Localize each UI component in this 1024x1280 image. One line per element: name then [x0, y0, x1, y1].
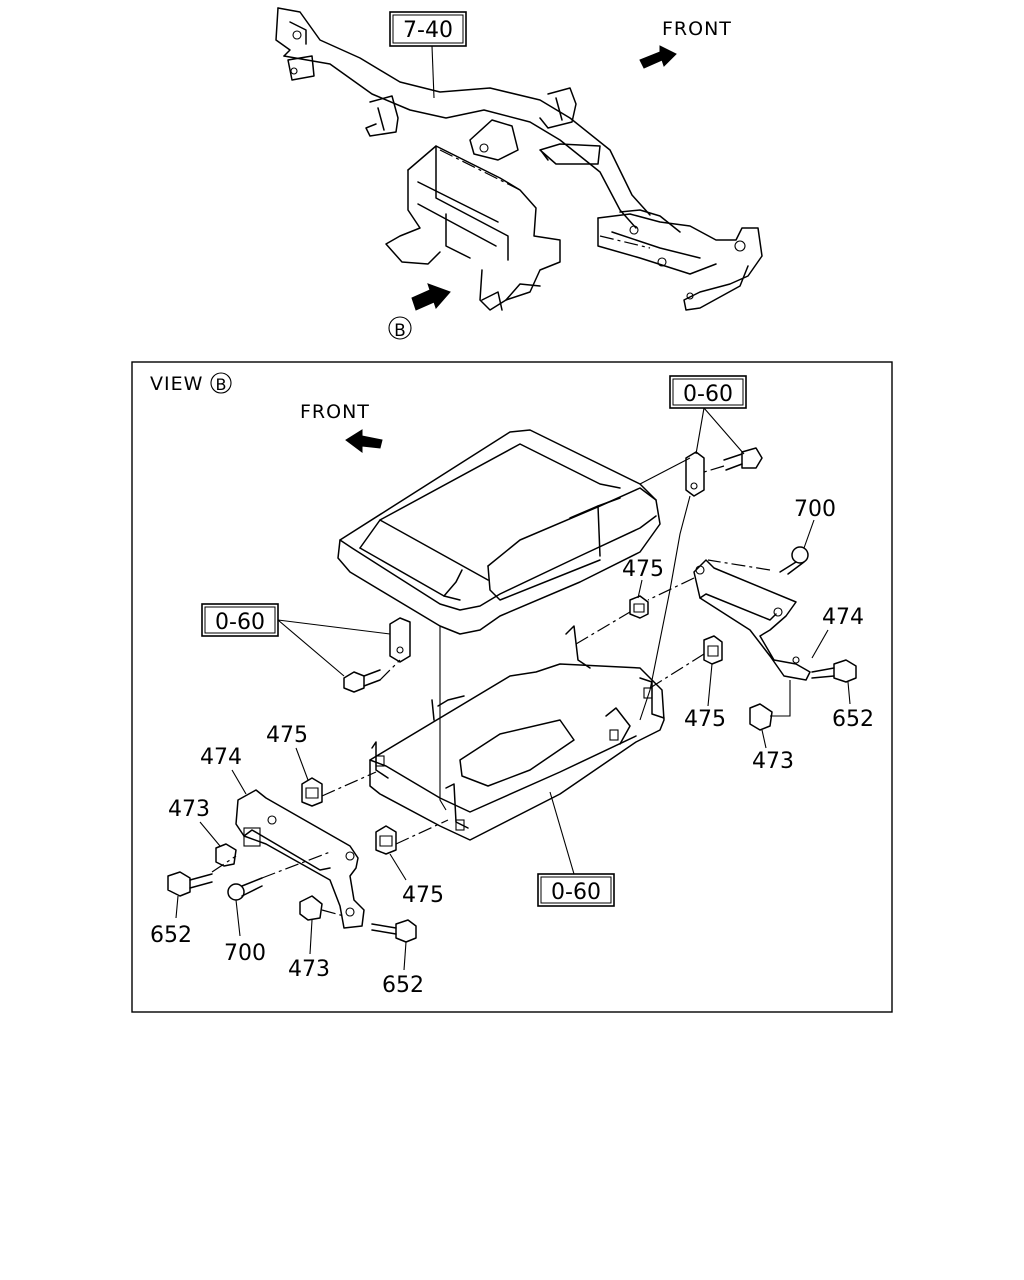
- tray-bracket-drawing: [369, 625, 665, 841]
- top-assembly-drawing: [275, 7, 763, 311]
- view-b-title: VIEW B: [150, 372, 232, 395]
- part-label-475-right: 475: [684, 707, 726, 732]
- part-label-473-left: 473: [168, 797, 210, 822]
- part-label-475-top: 475: [622, 557, 664, 582]
- view-b-front-label: FRONT: [300, 401, 370, 423]
- bracket-474-left-drawing: [235, 789, 365, 929]
- part-label-474-right: 474: [822, 605, 864, 630]
- ref-box-0-60-left: 0-60: [201, 603, 391, 677]
- clip-475-drawings: [301, 595, 723, 855]
- top-front-arrow-icon: [639, 45, 677, 69]
- view-b-marker: B: [388, 283, 451, 341]
- ref-label-0-60-left: 0-60: [215, 610, 265, 635]
- part-label-700-left: 700: [224, 941, 266, 966]
- view-b-title-text: VIEW: [150, 373, 203, 395]
- top-front-indicator: FRONT: [639, 18, 732, 69]
- top-front-label: FRONT: [662, 18, 732, 40]
- part-label-473-bottom: 473: [288, 957, 330, 982]
- view-b-title-letter: B: [216, 375, 227, 394]
- ref-label-0-60-bottom: 0-60: [551, 880, 601, 905]
- assembly-leader-lines: [211, 457, 791, 917]
- part-label-652-bottom: 652: [382, 973, 424, 998]
- ref-box-0-60-bottom: 0-60: [537, 791, 615, 907]
- ref-box-0-60-top: 0-60: [669, 375, 747, 455]
- part-label-652-right: 652: [832, 707, 874, 732]
- nut-473-drawings: [215, 703, 773, 921]
- part-label-475-left-top: 475: [266, 723, 308, 748]
- view-b-arrow-icon: [411, 283, 451, 311]
- part-label-652-left: 652: [150, 923, 192, 948]
- part-label-473-right: 473: [752, 749, 794, 774]
- part-label-700-right: 700: [794, 497, 836, 522]
- part-label-475-left-bottom: 475: [402, 883, 444, 908]
- bolt-drawings: [167, 447, 857, 943]
- ref-label-7-40: 7-40: [403, 18, 453, 43]
- ref-label-0-60-top: 0-60: [683, 382, 733, 407]
- ref-box-7-40: 7-40: [389, 11, 467, 99]
- view-b-frame: [131, 361, 893, 1013]
- view-b-marker-letter: B: [394, 321, 406, 341]
- bracket-474-right-drawing: [693, 559, 811, 681]
- view-b-front-indicator: FRONT: [300, 401, 383, 453]
- ecu-module-drawing: [337, 429, 661, 635]
- part-callouts: 700 475 474 652 475 473 474 475 473 652 …: [150, 497, 874, 998]
- part-label-474-left: 474: [200, 745, 242, 770]
- view-b-front-arrow-icon: [345, 429, 383, 453]
